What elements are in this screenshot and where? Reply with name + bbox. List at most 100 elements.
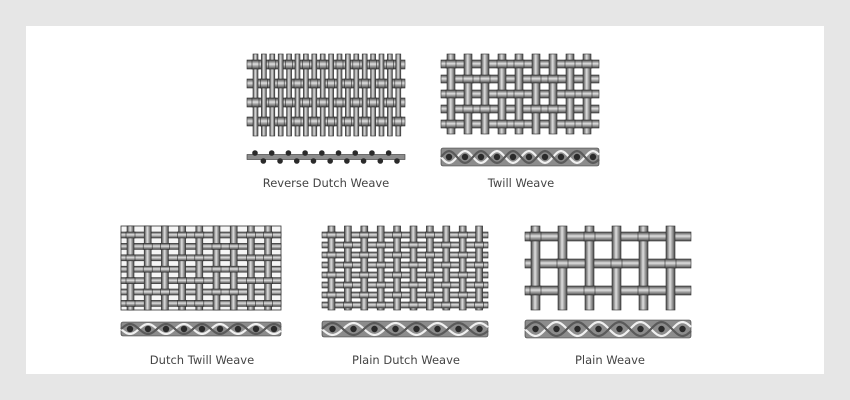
horizontal-wire <box>583 231 596 242</box>
horizontal-wire <box>637 285 650 296</box>
horizontal-wire <box>352 97 361 108</box>
horizontal-wire <box>160 243 170 250</box>
horizontal-wire <box>530 74 542 84</box>
cross-section-warp-dot <box>293 158 300 164</box>
cross-section-warp-dot <box>589 153 597 161</box>
dutch-twill-weave-illustration <box>120 225 282 337</box>
cross-section-warp-dot <box>144 325 152 333</box>
vertical-wire <box>328 53 334 137</box>
cross-section-warp-dot <box>557 153 565 161</box>
horizontal-wire <box>479 104 491 114</box>
horizontal-wire <box>310 116 319 127</box>
horizontal-wire <box>251 97 260 108</box>
horizontal-wire <box>246 231 256 239</box>
cross-section-warp-dot <box>344 158 350 164</box>
cross-section-warp-dot <box>476 325 483 333</box>
cross-section-warp-dot <box>392 325 399 333</box>
vertical-wire <box>126 225 135 311</box>
cross-section-warp-dot <box>679 325 686 333</box>
cross-section-warp-dot <box>658 325 665 333</box>
horizontal-wire <box>318 97 327 108</box>
horizontal-wire <box>369 97 377 108</box>
cross-section-warp-dot <box>234 325 242 333</box>
horizontal-wire <box>479 74 491 84</box>
vertical-wire <box>269 53 276 137</box>
reverse-dutch-weave-figure <box>244 50 408 168</box>
horizontal-wire <box>392 231 402 239</box>
horizontal-wire <box>263 231 273 239</box>
horizontal-wire <box>474 281 484 289</box>
cross-section-warp-dot <box>369 150 375 156</box>
cross-section-warp-dot <box>126 325 134 333</box>
cross-section-warp-dot <box>385 150 392 156</box>
horizontal-wire <box>445 59 457 69</box>
cross-section-warp-dot <box>434 325 441 333</box>
horizontal-wire <box>276 116 285 127</box>
horizontal-wire <box>344 78 352 89</box>
horizontal-wire <box>260 116 268 127</box>
vertical-wire <box>178 225 186 311</box>
vertical-wire <box>353 53 360 137</box>
horizontal-wire <box>375 281 386 289</box>
horizontal-wire <box>263 300 273 307</box>
cross-section-warp-dot <box>574 325 581 333</box>
horizontal-wire <box>360 116 369 127</box>
horizontal-wire <box>394 116 403 127</box>
vertical-wire <box>531 53 541 135</box>
cross-section-wire <box>440 149 600 165</box>
horizontal-wire <box>441 241 452 249</box>
horizontal-wire <box>177 231 187 239</box>
horizontal-wire <box>513 119 525 129</box>
horizontal-wire <box>211 265 222 273</box>
vertical-wire <box>426 225 434 311</box>
horizontal-wire <box>302 59 310 70</box>
horizontal-wire <box>293 78 302 89</box>
horizontal-wire <box>359 291 370 299</box>
plain-dutch-weave-figure <box>319 222 491 340</box>
horizontal-wire <box>408 301 419 309</box>
horizontal-wire <box>228 288 239 296</box>
horizontal-wire <box>513 59 525 69</box>
vertical-wire <box>378 53 385 137</box>
horizontal-wire <box>263 277 273 284</box>
horizontal-wire <box>285 59 293 70</box>
horizontal-wire <box>160 265 170 273</box>
horizontal-wire <box>194 277 205 284</box>
cross-section-warp-dot <box>595 325 602 333</box>
horizontal-wire <box>285 97 293 108</box>
cross-section-warp-dot <box>371 325 378 333</box>
twill-weave-illustration <box>440 53 600 167</box>
cross-section-warp-dot <box>541 153 549 161</box>
cross-section-wire <box>321 321 489 337</box>
horizontal-wire <box>310 78 319 89</box>
vertical-wire <box>294 53 301 137</box>
horizontal-wire <box>496 89 508 99</box>
horizontal-wire <box>211 243 222 250</box>
horizontal-wire <box>268 97 277 108</box>
horizontal-wire <box>321 301 489 309</box>
horizontal-wire <box>581 119 593 129</box>
vertical-wire <box>345 53 351 137</box>
cross-section-warp-dot <box>180 325 188 333</box>
cross-section-warp-dot <box>310 158 317 164</box>
horizontal-wire <box>228 243 239 250</box>
cross-section-wire <box>524 320 692 338</box>
plain-weave-caption: Plain Weave <box>574 353 646 367</box>
cross-section-band <box>246 154 406 160</box>
vertical-wire <box>584 225 595 311</box>
horizontal-wire <box>246 300 256 307</box>
horizontal-wire <box>142 265 153 273</box>
horizontal-wire <box>664 258 677 269</box>
vertical-wire <box>286 53 292 137</box>
horizontal-wire <box>343 241 353 249</box>
cross-section-warp-dot <box>198 325 206 333</box>
vertical-wire <box>277 53 284 137</box>
vertical-wire <box>463 53 473 135</box>
horizontal-wire <box>251 59 260 70</box>
horizontal-wire <box>343 301 353 309</box>
horizontal-wire <box>524 285 692 296</box>
horizontal-wire <box>513 89 525 99</box>
horizontal-wire <box>327 116 335 127</box>
reverse-dutch-weave-illustration <box>246 53 406 164</box>
horizontal-wire <box>474 261 484 269</box>
